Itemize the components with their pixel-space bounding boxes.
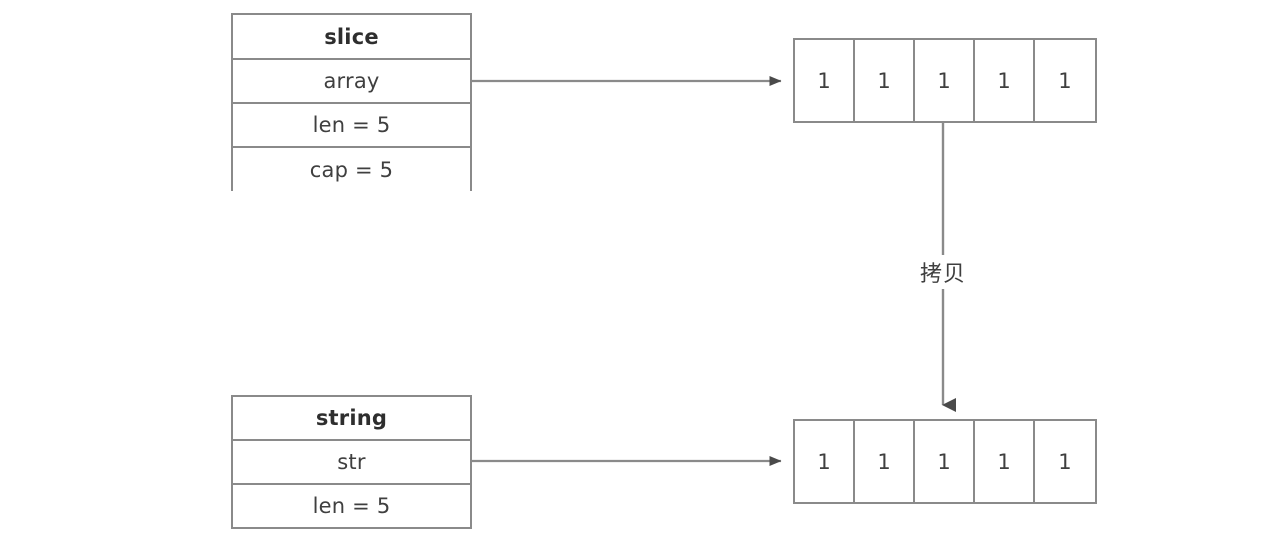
copy-edge-label: 拷贝 (893, 255, 993, 289)
top-array-cell-1: 1 (855, 40, 915, 121)
slice-struct-header: slice (233, 15, 470, 60)
slice-struct-row-len: len = 5 (233, 104, 470, 148)
slice-struct-table: slice array len = 5 cap = 5 (231, 13, 472, 191)
top-array-cell-3: 1 (975, 40, 1035, 121)
string-struct-row-str: str (233, 441, 470, 485)
string-struct-header: string (233, 397, 470, 441)
top-array-cells: 1 1 1 1 1 (793, 38, 1097, 123)
top-array-cell-4: 1 (1058, 68, 1072, 93)
string-struct-row-len: len = 5 (233, 485, 470, 527)
bottom-array-cell-2: 1 (915, 421, 975, 502)
bottom-array-cell-3: 1 (975, 421, 1035, 502)
top-array-cell-2: 1 (915, 40, 975, 121)
bottom-array-cell-0: 1 (795, 421, 855, 502)
top-array-cell-0: 1 (795, 40, 855, 121)
slice-struct-row-cap: cap = 5 (233, 148, 470, 191)
bottom-array-cell-4: 1 (1058, 449, 1072, 474)
bottom-array-cell-1: 1 (855, 421, 915, 502)
string-struct-table: string str len = 5 (231, 395, 472, 529)
bottom-array-cells: 1 1 1 1 1 (793, 419, 1097, 504)
slice-struct-row-array: array (233, 60, 470, 104)
